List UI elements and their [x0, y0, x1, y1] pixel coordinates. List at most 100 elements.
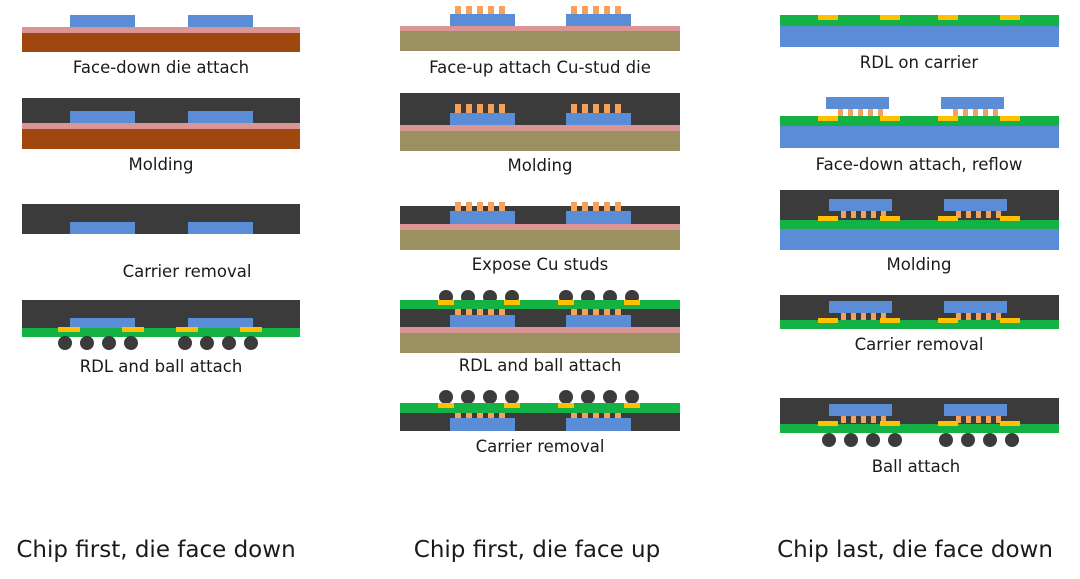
rdl-layer	[22, 328, 300, 337]
bumps	[841, 313, 1001, 320]
step-face-up-attach: Face-up attach Cu-stud die	[400, 6, 680, 77]
step-label: Face-up attach Cu-stud die	[429, 58, 651, 77]
bumps	[841, 211, 1001, 218]
carrier-wafer	[22, 129, 300, 149]
pads	[818, 116, 1020, 121]
die	[450, 211, 515, 224]
mold-compound	[22, 204, 300, 234]
step-label: Molding	[887, 255, 952, 274]
rdl-layer	[400, 403, 680, 413]
cu-studs	[455, 413, 621, 418]
die	[944, 404, 1007, 416]
step-label: Carrier removal	[855, 335, 984, 354]
pads	[818, 421, 1020, 426]
step-label: Carrier removal	[476, 437, 605, 456]
mold-compound	[780, 398, 1059, 424]
step-ball-attach: Ball attach	[780, 398, 1059, 476]
die	[188, 15, 253, 27]
die	[941, 97, 1004, 109]
release-layer	[22, 27, 300, 33]
die	[188, 318, 253, 328]
step-carrier-removal: Carrier removal	[22, 204, 300, 281]
step-rdl-on-carrier: RDL on carrier	[780, 15, 1059, 72]
cu-studs	[455, 202, 621, 211]
solder-balls	[822, 433, 1019, 447]
carrier	[780, 229, 1059, 250]
column-title: Chip last, die face down	[777, 537, 1053, 563]
pads	[438, 300, 640, 305]
bumps	[838, 109, 998, 116]
mold-compound	[22, 300, 300, 328]
die	[566, 418, 631, 431]
pads	[818, 318, 1020, 323]
step-molding: Molding	[22, 98, 300, 174]
step-label: Face-down die attach	[73, 58, 249, 77]
step-label: RDL on carrier	[860, 53, 979, 72]
die	[188, 111, 253, 123]
die	[450, 113, 515, 125]
die	[566, 211, 631, 224]
release-layer	[400, 125, 680, 131]
step-label: Expose Cu studs	[472, 255, 609, 274]
step-expose-cu-studs: Expose Cu studs	[400, 202, 680, 274]
rdl-layer	[780, 220, 1059, 229]
die	[826, 97, 889, 109]
step-face-down-die-attach: Face-down die attach	[22, 15, 300, 77]
rdl-layer	[780, 15, 1059, 26]
release-layer	[22, 123, 300, 129]
cu-studs	[455, 309, 621, 315]
step-label: Ball attach	[872, 457, 961, 476]
step-label: Molding	[508, 156, 573, 175]
release-layer	[400, 224, 680, 230]
pads	[818, 216, 1020, 221]
die	[944, 301, 1007, 313]
rdl-layer	[780, 320, 1059, 329]
carrier-wafer	[22, 33, 300, 52]
cu-studs	[455, 104, 621, 113]
release-layer	[400, 327, 680, 333]
cu-studs	[455, 6, 621, 14]
die	[70, 222, 135, 234]
die	[829, 199, 892, 211]
mold-compound	[400, 413, 680, 431]
pads	[58, 327, 262, 332]
die	[566, 315, 631, 327]
mold-compound	[22, 98, 300, 123]
die	[450, 418, 515, 431]
step-label: Face-down attach, reflow	[816, 155, 1023, 174]
solder-balls	[58, 336, 258, 350]
carrier-glass	[400, 333, 680, 353]
column-chip-last-face-down: RDL on carrier Face-down attach, reflow	[777, 15, 1059, 563]
step-rdl-and-ball-attach: RDL and ball attach	[400, 290, 680, 375]
carrier	[780, 26, 1059, 47]
die	[450, 315, 515, 327]
column-title: Chip first, die face down	[16, 537, 295, 563]
column-chip-first-face-up: Face-up attach Cu-stud die Molding	[400, 6, 680, 563]
step-rdl-and-ball-attach: RDL and ball attach	[22, 300, 300, 376]
rdl-layer	[780, 424, 1059, 433]
mold-compound	[780, 190, 1059, 220]
die	[70, 15, 135, 27]
die	[566, 14, 631, 26]
mold-compound	[400, 206, 680, 224]
step-label: RDL and ball attach	[459, 356, 622, 375]
mold-compound	[780, 295, 1059, 320]
step-molding: Molding	[400, 93, 680, 175]
die	[944, 199, 1007, 211]
solder-balls	[439, 390, 639, 404]
die	[450, 14, 515, 26]
carrier	[780, 126, 1059, 148]
step-label: RDL and ball attach	[80, 357, 243, 376]
pads	[438, 403, 640, 408]
release-layer	[400, 26, 680, 31]
die	[566, 113, 631, 125]
bumps	[841, 416, 1001, 423]
step-carrier-removal: Carrier removal	[780, 295, 1059, 354]
step-molding: Molding	[780, 190, 1059, 274]
die	[829, 301, 892, 313]
column-chip-first-face-down: Face-down die attach Molding Carrier rem…	[16, 15, 300, 563]
die	[829, 404, 892, 416]
die	[70, 318, 135, 328]
die	[188, 222, 253, 234]
